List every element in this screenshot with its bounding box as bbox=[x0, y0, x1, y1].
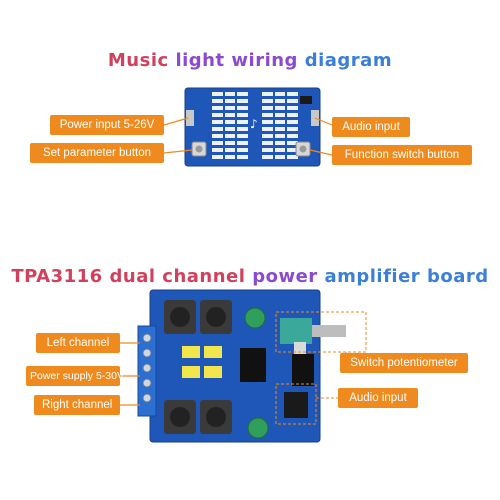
title-word: amplifier bbox=[324, 266, 421, 287]
amplifier-board bbox=[137, 289, 346, 443]
svg-text:♪: ♪ bbox=[250, 117, 258, 131]
title-word: channel bbox=[162, 266, 246, 287]
title-word: Music bbox=[107, 50, 169, 71]
music-light-title: Music light wiring diagram bbox=[0, 50, 500, 71]
label-left-channel: Left channel bbox=[36, 333, 120, 353]
title-word: diagram bbox=[304, 50, 393, 71]
label-audio-input-bottom: Audio input bbox=[338, 388, 418, 408]
music-light-board: ♪ bbox=[184, 87, 321, 167]
label-set-parameter-button: Set parameter button bbox=[30, 143, 164, 163]
label-switch-potentiometer: Switch potentiometer bbox=[340, 353, 468, 373]
title-word: TPA3116 bbox=[11, 266, 103, 287]
label-right-channel: Right channel bbox=[34, 395, 120, 415]
title-word: light bbox=[175, 50, 225, 71]
label-function-switch-button: Function switch button bbox=[332, 145, 472, 165]
label-power-supply: Power supply 5-30V bbox=[26, 366, 124, 386]
title-word: dual bbox=[109, 266, 156, 287]
title-word: wiring bbox=[231, 50, 298, 71]
title-word: board bbox=[426, 266, 489, 287]
label-power-input: Power input 5-26V bbox=[50, 115, 164, 135]
amplifier-title: TPA3116 dual channel power amplifier boa… bbox=[0, 266, 500, 287]
label-audio-input-top: Audio input bbox=[332, 117, 410, 137]
title-word: power bbox=[252, 266, 318, 287]
